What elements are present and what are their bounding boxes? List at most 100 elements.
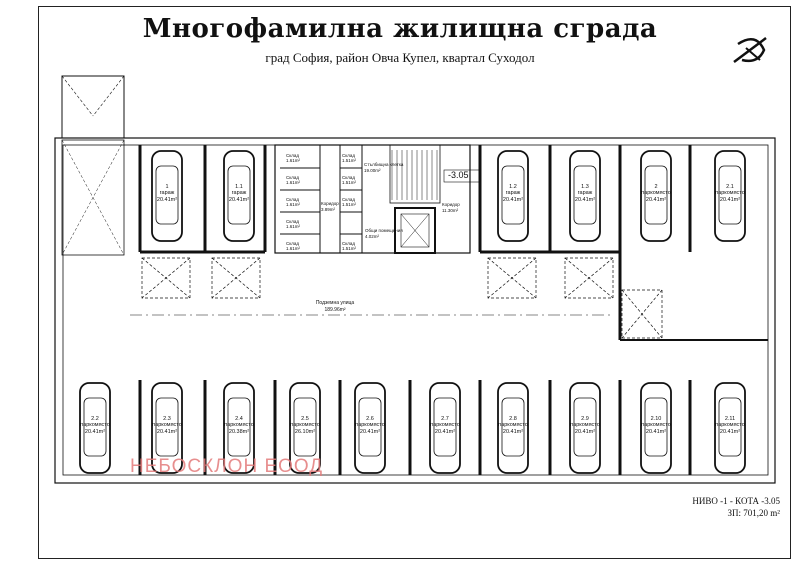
parking-space-area: 26.10m²: [295, 429, 315, 435]
room-label: Стълбищна клетка: [364, 162, 404, 167]
room-area: 1.51m²: [342, 180, 357, 185]
parking-space-num: 2.2: [91, 416, 99, 422]
parking-space-label: паркомясто: [715, 422, 745, 428]
room-label: Склад: [342, 153, 355, 158]
parking-space-num: 2.5: [301, 416, 309, 422]
room-area: 1.61m²: [286, 180, 301, 185]
parking-space-num: 2: [654, 184, 657, 190]
room-area: 1.51m²: [342, 202, 357, 207]
bottom-parking-row: 2.2паркомясто20.41m²2.3паркомясто20.41m²…: [79, 382, 746, 474]
parking-space-area: 20.41m²: [720, 197, 740, 203]
room-area: 1.51m²: [342, 158, 357, 163]
room-area: 1.61m²: [286, 224, 301, 229]
car-icon: [714, 382, 746, 474]
parking-space-area: 20.41m²: [85, 429, 105, 435]
car-icon: [569, 150, 601, 242]
parking-space-num: 1: [165, 184, 168, 190]
room-label: Склад: [342, 197, 355, 202]
drawing-title: Многофамилна жилищна сграда: [142, 14, 658, 44]
room-area: 1.61m²: [286, 246, 301, 251]
parking-space-num: 2.3: [163, 416, 171, 422]
room-area: 19.00m²: [364, 168, 381, 173]
drawing-frame: [38, 6, 791, 559]
parking-space-label: паркомясто: [355, 422, 385, 428]
room-label: Склад: [342, 241, 355, 246]
room-area: 1.61m²: [286, 158, 301, 163]
watermark: НЕБОСКЛОН ЕООД: [130, 456, 324, 477]
parking-space-num: 2.8: [509, 416, 517, 422]
parking-space-area: 20.41m²: [720, 429, 740, 435]
parking-space-label: гараж: [578, 190, 593, 196]
parking-space-label: гараж: [232, 190, 247, 196]
car-icon: [497, 150, 529, 242]
room-area: 4.02m²: [365, 234, 380, 239]
room-area: 1.51m²: [342, 246, 357, 251]
car-icon: [354, 382, 386, 474]
room-label: Склад: [286, 197, 299, 202]
car-icon: [151, 150, 183, 242]
parking-space-area: 20.41m²: [503, 197, 523, 203]
level-info: НИВО -1 - КОТА -3.05 ЗП: 701,20 m²: [650, 495, 780, 519]
room-label: Склад: [286, 175, 299, 180]
parking-space-area: 20.41m²: [575, 429, 595, 435]
parking-space-label: паркомясто: [152, 422, 182, 428]
room-label: Склад: [286, 219, 299, 224]
room-label: Склад: [286, 241, 299, 246]
parking-space-area: 20.41m²: [157, 429, 177, 435]
parking-space-num: 2.11: [725, 416, 735, 422]
parking-space-num: 2.1: [726, 184, 734, 190]
parking-space-label: паркомясто: [224, 422, 254, 428]
parking-space-label: гараж: [506, 190, 521, 196]
drawing-subtitle: град София, район Овча Купел, квартал Су…: [265, 50, 535, 65]
parking-space-label: паркомясто: [80, 422, 110, 428]
parking-space-area: 20.41m²: [157, 197, 177, 203]
car-icon: [497, 382, 529, 474]
parking-space-area: 20.41m²: [435, 429, 455, 435]
parking-space-area: 20.41m²: [229, 197, 249, 203]
room-area: 11.30m²: [442, 208, 459, 213]
parking-space-label: паркомясто: [498, 422, 528, 428]
car-icon: [79, 382, 111, 474]
room-label: Коридор: [442, 202, 460, 207]
parking-space-area: 20.41m²: [646, 429, 666, 435]
car-icon: [289, 382, 321, 474]
parking-space-area: 20.41m²: [503, 429, 523, 435]
parking-space-label: паркомясто: [715, 190, 745, 196]
underground-street-area: 189.96m²: [324, 307, 345, 313]
parking-space-num: 2.9: [581, 416, 589, 422]
room-area: 3.89m²: [321, 207, 336, 212]
parking-space-num: 2.4: [235, 416, 243, 422]
car-icon: [223, 382, 255, 474]
room-label: Склад: [286, 153, 299, 158]
parking-space-area: 20.41m²: [360, 429, 380, 435]
car-icon: [151, 382, 183, 474]
elevation-mark: -3.05: [448, 170, 469, 180]
top-parking-row: 1гараж20.41m²1.1гараж20.41m²1.2гараж20.4…: [151, 150, 746, 242]
parking-space-num: 1.3: [581, 184, 589, 190]
room-label: Склад: [342, 175, 355, 180]
parking-space-area: 20.41m²: [646, 197, 666, 203]
level-area: ЗП: 701,20 m²: [727, 508, 780, 518]
parking-space-num: 2.10: [651, 416, 662, 422]
parking-space-label: паркомясто: [641, 422, 671, 428]
parking-space-label: паркомясто: [641, 190, 671, 196]
car-icon: [714, 150, 746, 242]
parking-space-area: 20.41m²: [575, 197, 595, 203]
car-icon: [640, 150, 672, 242]
architect-logo-icon: [733, 37, 767, 63]
car-icon: [223, 150, 255, 242]
